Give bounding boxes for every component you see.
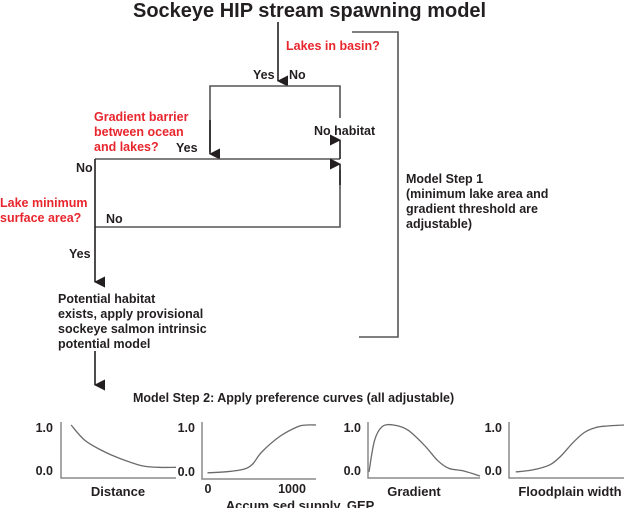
step1-line-3: gradient threshold are	[406, 202, 538, 216]
x-axis-label: Distance	[91, 484, 145, 499]
x-axis-label: Gradient	[387, 484, 441, 499]
potential-habitat-line-1: Potential habitat	[58, 292, 156, 306]
y-tick-label-min: 0.0	[36, 464, 53, 478]
potential-habitat-line-2: exists, apply provisional	[58, 307, 204, 321]
step1-bracket	[352, 31, 399, 338]
preference-curve-sediment	[207, 424, 317, 474]
preference-curve-distance	[70, 424, 177, 469]
q1-no-label: No	[289, 68, 306, 82]
x-tick-label: 1000	[278, 482, 306, 496]
step1-line-1: Model Step 1	[406, 172, 484, 186]
q3-line-2: surface area?	[0, 211, 82, 225]
question-lakes-in-basin: Lakes in basin?	[286, 39, 380, 53]
question-gradient-barrier: Gradient barrier between ocean and lakes…	[94, 110, 188, 155]
y-tick-label-max: 1.0	[344, 421, 361, 435]
y-tick-label-min: 0.0	[178, 465, 195, 479]
no-habitat-label: No habitat	[314, 124, 376, 138]
x-tick-label: 0	[205, 482, 212, 496]
q2-no-label: No	[76, 161, 93, 175]
y-tick-label-max: 1.0	[36, 421, 53, 435]
y-tick-label-min: 0.0	[344, 464, 361, 478]
chart-axes	[367, 422, 480, 479]
q3-no-line	[95, 170, 341, 228]
model-step-1-text: Model Step 1 (minimum lake area and grad…	[406, 172, 548, 232]
preference-curve-gradient	[368, 423, 481, 477]
potential-habitat-line-3: sockeye salmon intrinsic	[58, 322, 207, 336]
q3-no-label: No	[106, 212, 123, 226]
y-tick-label-max: 1.0	[485, 421, 502, 435]
q1-yes-label: Yes	[253, 68, 275, 82]
step1-line-2: (minimum lake area and	[406, 187, 549, 201]
question-lake-minimum-area: Lake minimum surface area?	[0, 196, 88, 226]
y-tick-label-max: 1.0	[178, 421, 195, 435]
potential-habitat-line-4: potential model	[58, 337, 151, 351]
q2-line-3: and lakes?	[94, 140, 159, 154]
y-tick-label-min: 0.0	[485, 464, 502, 478]
chart-axes	[201, 422, 316, 480]
q2-line-1: Gradient barrier	[94, 110, 189, 124]
q2-line-2: between ocean	[94, 125, 184, 139]
chart-axes	[60, 422, 176, 479]
q3-line-1: Lake minimum	[0, 196, 88, 210]
chart-axes	[508, 422, 624, 479]
x-axis-label: Floodplain width	[518, 484, 621, 499]
q1-branch-line	[209, 85, 341, 152]
step1-line-4: adjustable)	[406, 217, 472, 231]
x-axis-label: Accum sed supply, GEP	[226, 498, 375, 508]
potential-habitat-text: Potential habitat exists, apply provisio…	[58, 292, 207, 352]
diagram-title: Sockeye HIP stream spawning model	[133, 0, 487, 22]
q3-yes-label: Yes	[69, 247, 91, 261]
q2-yes-label: Yes	[176, 141, 198, 155]
preference-curve-floodplain	[515, 424, 624, 473]
model-step-2-heading: Model Step 2: Apply preference curves (a…	[133, 391, 455, 405]
